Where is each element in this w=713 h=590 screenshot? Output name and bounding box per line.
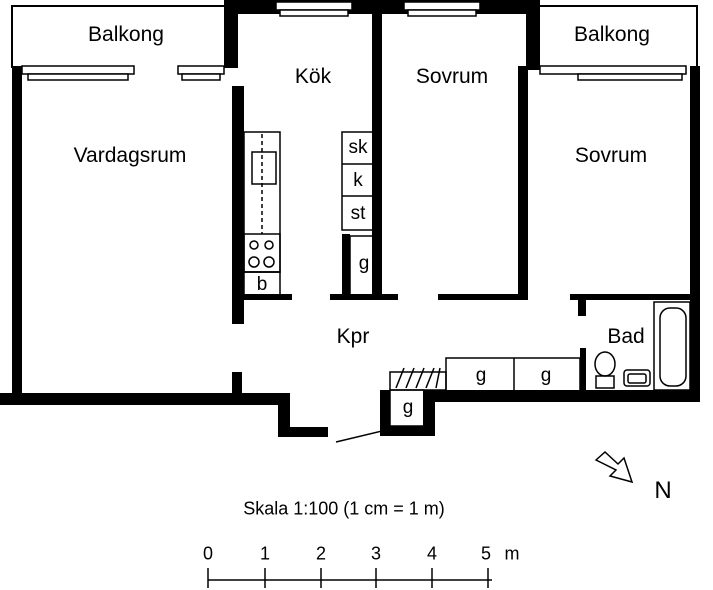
- room-label-sovrum-right: Sovrum: [574, 144, 648, 167]
- kitchen-counter: [243, 131, 379, 297]
- scale-unit: m: [504, 543, 520, 564]
- windows: [21, 1, 687, 81]
- room-label-sovrum-mid: Sovrum: [415, 65, 489, 88]
- scale-tick-1: 1: [259, 543, 271, 564]
- fixture-label-g-kitchen: g: [358, 253, 370, 274]
- entrance-door: [335, 429, 387, 443]
- north-label: N: [654, 477, 672, 504]
- scale-title: Skala 1:100 (1 cm = 1 m): [243, 498, 445, 519]
- room-label-balkong-left: Balkong: [88, 23, 164, 46]
- room-label-vardagsrum: Vardagsrum: [73, 144, 187, 167]
- hall-storage: [389, 357, 581, 427]
- fixture-label-sk: sk: [348, 137, 368, 158]
- scale-tick-4: 4: [426, 543, 438, 564]
- scale-tick-3: 3: [370, 543, 382, 564]
- bathroom-fixtures: [594, 301, 691, 391]
- room-label-kpr: Kpr: [336, 325, 370, 348]
- fixture-label-g-hall-1: g: [475, 365, 487, 386]
- fixture-label-b: b: [256, 274, 268, 295]
- fixture-label-g-entry: g: [402, 397, 414, 418]
- room-label-kok: Kök: [294, 65, 332, 88]
- fixture-label-k: k: [353, 170, 363, 191]
- room-label-balkong-right: Balkong: [574, 23, 650, 46]
- scale-bar: [207, 568, 492, 588]
- north-arrow-icon: [594, 450, 634, 484]
- scale-tick-2: 2: [315, 543, 327, 564]
- scale-tick-5: 5: [480, 543, 492, 564]
- room-label-bad: Bad: [607, 325, 645, 348]
- balcony-outlines: [11, 5, 698, 68]
- scale-tick-0: 0: [202, 543, 214, 564]
- fixture-label-g-hall-2: g: [540, 365, 552, 386]
- fixture-label-st: st: [350, 203, 366, 224]
